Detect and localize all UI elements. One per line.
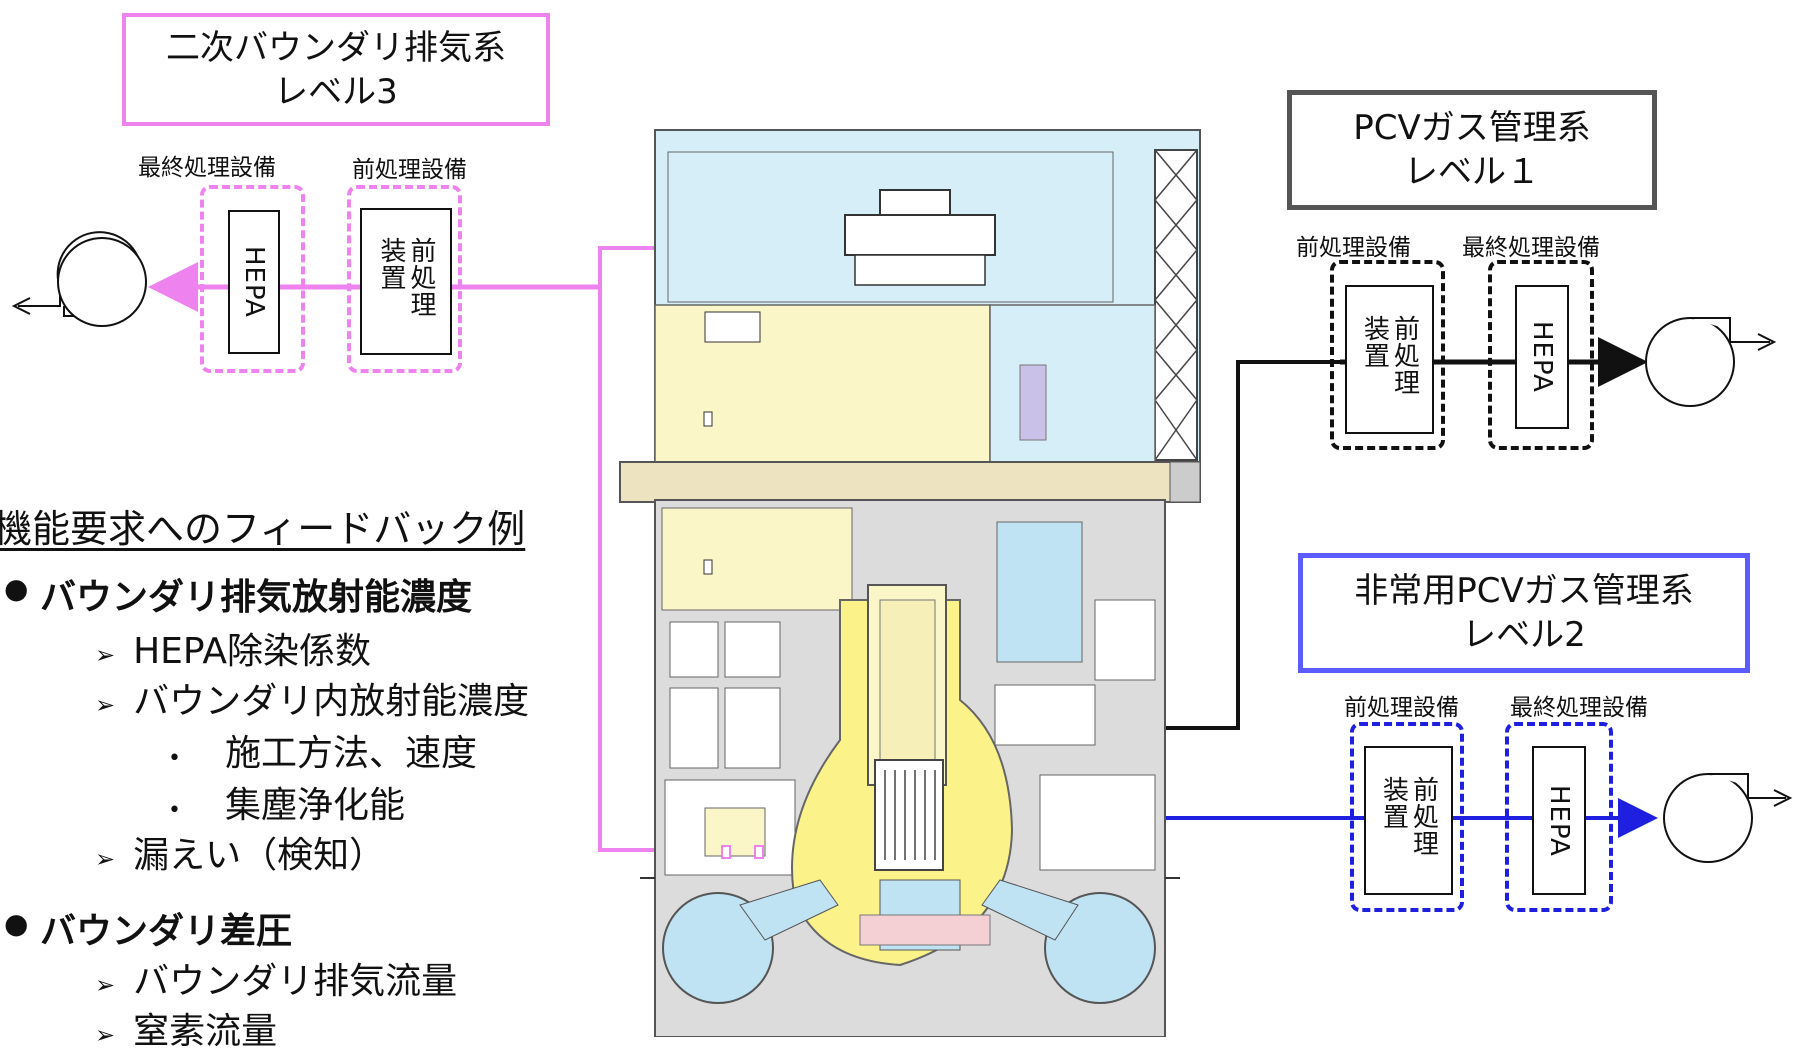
arrow-bullet-icon: ➢	[95, 691, 116, 719]
level3-title-line1: 二次バウンダリ排気系	[166, 27, 506, 68]
level1-pre-unit: 前処理装置	[1345, 285, 1434, 434]
level3-fan-icon	[11, 231, 147, 327]
level1-title-box: PCVガス管理系 レベル１	[1287, 90, 1657, 210]
arrow-bullet-icon: ➢	[95, 641, 116, 669]
level2-pre-equipment	[1350, 722, 1464, 912]
level3-pre-unit: 前処理装置	[360, 208, 452, 355]
level1-caption-pre: 前処理設備	[1296, 235, 1411, 261]
level3-final-equipment	[200, 185, 305, 373]
level2-hepa-filter: HEPA	[1532, 746, 1586, 895]
feedback-item-2-sub-2: ➢窒素流量	[95, 1011, 278, 1052]
level2-final-equipment	[1505, 722, 1613, 912]
level1-title-line1: PCVガス管理系	[1353, 108, 1591, 148]
dot-bullet-icon: •	[168, 746, 181, 771]
level3-hepa-filter: HEPA	[228, 210, 280, 354]
level3-pre-equipment	[347, 185, 462, 373]
arrow-bullet-icon: ➢	[95, 1021, 116, 1049]
level3-title-line2: レベル3	[274, 71, 398, 112]
arrow-bullet-icon: ➢	[95, 845, 116, 873]
level1-title-line2: レベル１	[1404, 152, 1540, 192]
feedback-item-2-bullet: ●	[4, 907, 29, 940]
dot-bullet-icon: •	[168, 798, 181, 823]
level3-caption-final: 最終処理設備	[138, 155, 276, 181]
level3-caption-pre: 前処理設備	[352, 157, 467, 183]
level2-fan-icon	[1663, 773, 1793, 863]
level2-title-box: 非常用PCVガス管理系 レベル2	[1298, 553, 1750, 673]
feedback-item-1-subsub-2: •集塵浄化能	[168, 785, 405, 826]
level2-caption-final: 最終処理設備	[1510, 695, 1648, 721]
level3-title-box: 二次バウンダリ排気系 レベル3	[122, 13, 550, 126]
level1-final-equipment	[1488, 260, 1594, 450]
level2-title-line2: レベル2	[1462, 615, 1586, 655]
level2-hepa-label: HEPA	[1544, 784, 1574, 857]
level1-hepa-label: HEPA	[1527, 321, 1557, 393]
feedback-item-1-sub-2: ➢バウンダリ内放射能濃度	[95, 681, 530, 722]
level3-pre-unit-label: 前処理装置	[376, 236, 436, 318]
feedback-item-2-sub-1: ➢バウンダリ排気流量	[95, 961, 458, 1002]
arrow-bullet-icon: ➢	[95, 971, 116, 999]
feedback-heading: 機能要求へのフィードバック例	[0, 507, 526, 551]
level1-pre-unit-label: 前処理装置	[1359, 314, 1420, 396]
level2-pre-unit-label: 前処理装置	[1378, 775, 1439, 857]
level2-title-line1: 非常用PCVガス管理系	[1354, 571, 1694, 611]
feedback-item-2-label: バウンダリ差圧	[40, 911, 293, 952]
level2-pre-unit: 前処理装置	[1364, 746, 1453, 895]
level1-hepa-filter: HEPA	[1515, 285, 1569, 429]
feedback-item-1-sub-1: ➢HEPA除染係数	[95, 631, 371, 672]
feedback-item-1-subsub-1: •施工方法、速度	[168, 733, 477, 774]
level1-fan-icon	[1645, 317, 1777, 407]
feedback-item-1-sub-3: ➢漏えい（検知）	[95, 835, 386, 876]
level1-pre-equipment	[1330, 260, 1445, 450]
level2-caption-pre: 前処理設備	[1344, 695, 1459, 721]
feedback-item-1-bullet: ●	[4, 572, 29, 605]
feedback-item-1-label: バウンダリ排気放射能濃度	[40, 577, 473, 618]
level1-caption-final: 最終処理設備	[1462, 235, 1600, 261]
level3-hepa-label: HEPA	[239, 246, 269, 318]
